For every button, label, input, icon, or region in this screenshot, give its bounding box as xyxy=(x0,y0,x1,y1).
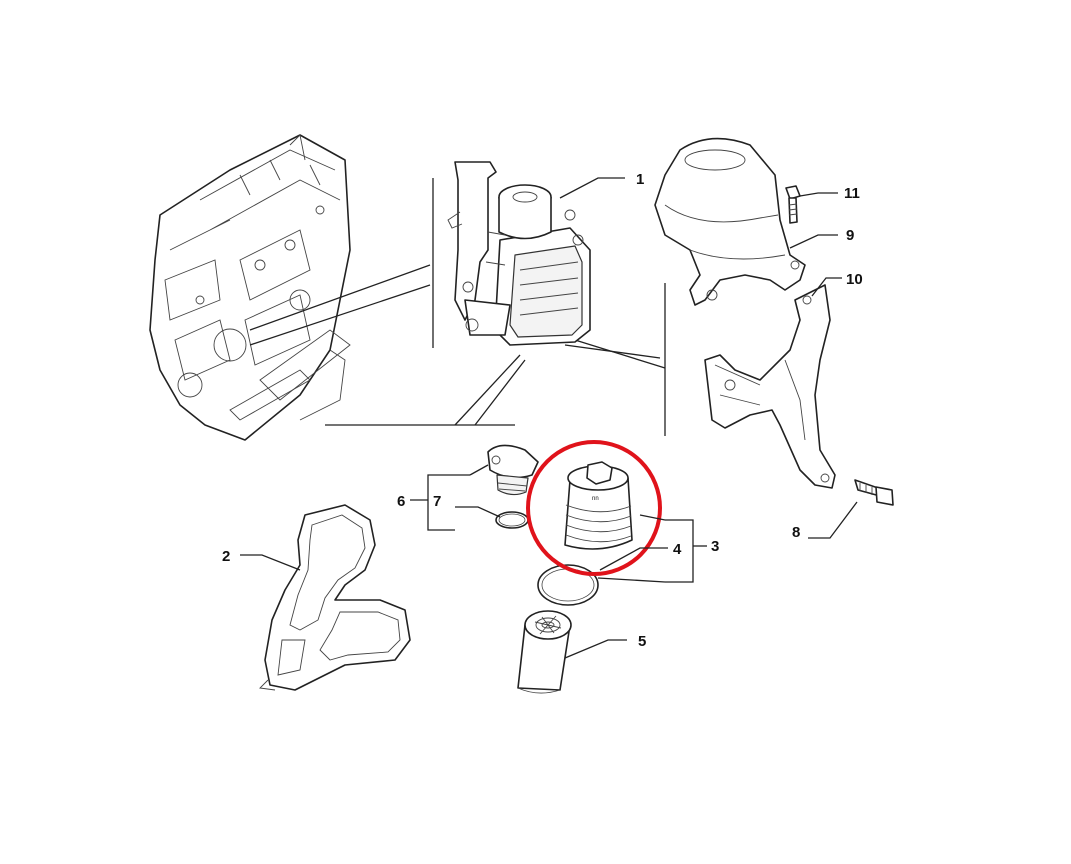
callout-2: 2 xyxy=(222,548,230,565)
highlight-circle xyxy=(526,440,662,576)
o-ring-large xyxy=(537,564,599,606)
bracket xyxy=(704,284,836,489)
engine-block xyxy=(149,134,351,441)
callout-8: 8 xyxy=(792,524,800,541)
callout-1: 1 xyxy=(636,171,644,188)
callout-labels: 1 2 3 4 5 6 7 8 9 10 11 xyxy=(222,171,863,650)
callout-10: 10 xyxy=(846,271,863,288)
leader-lines xyxy=(240,177,858,659)
gasket xyxy=(259,504,411,691)
callout-7: 7 xyxy=(433,493,441,510)
bolt xyxy=(854,479,894,506)
small-bolt xyxy=(785,185,801,224)
cover xyxy=(654,137,806,306)
svg-text:nn: nn xyxy=(592,496,599,502)
callout-3: 3 xyxy=(711,538,719,555)
filter-cap: nn xyxy=(564,461,633,550)
callout-9: 9 xyxy=(846,227,854,244)
o-ring-small xyxy=(495,511,529,529)
guide-lines xyxy=(249,178,666,436)
callout-4: 4 xyxy=(673,541,682,558)
filter-cartridge xyxy=(517,610,572,694)
callout-11: 11 xyxy=(844,185,860,202)
oil-filter-housing xyxy=(447,161,591,346)
callout-5: 5 xyxy=(638,633,646,650)
oil-filler-cap xyxy=(487,444,539,496)
callout-6: 6 xyxy=(397,493,405,510)
